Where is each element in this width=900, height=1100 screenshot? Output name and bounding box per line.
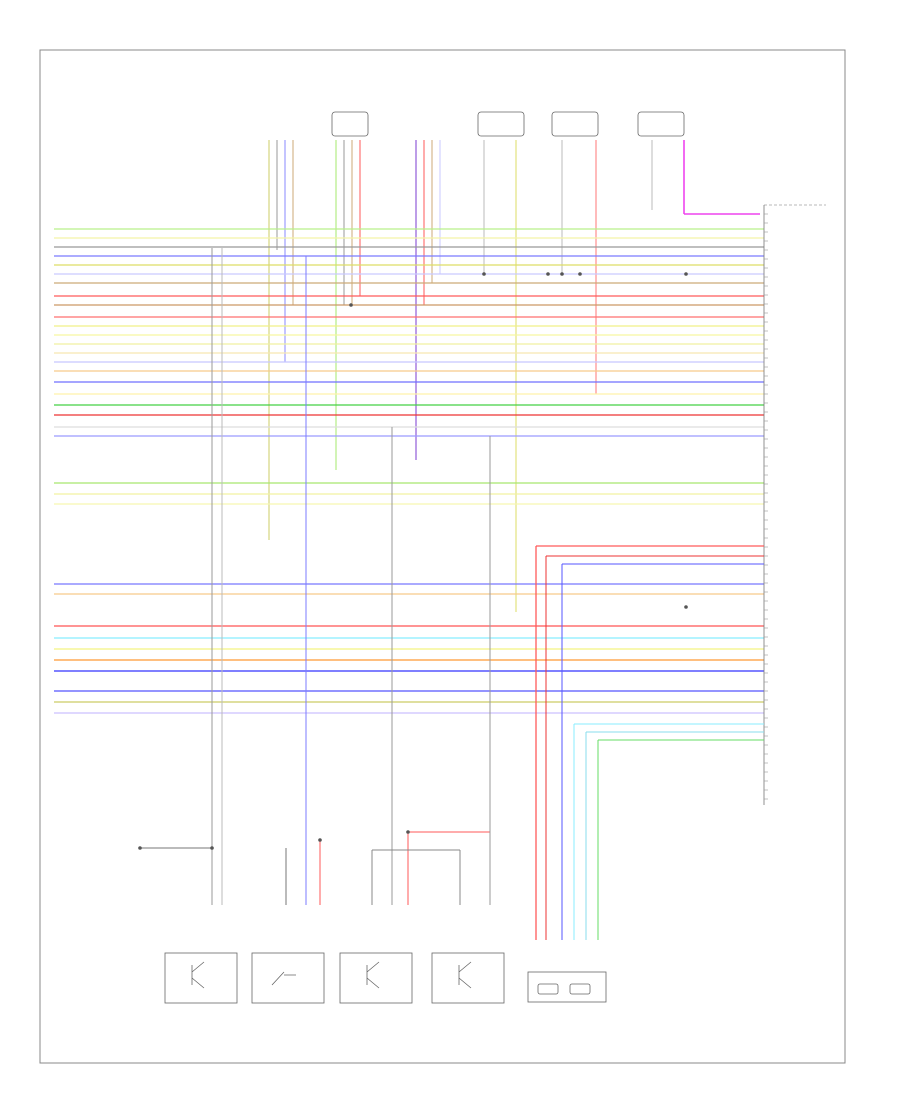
component-4 [477, 111, 525, 137]
switch-icon [271, 971, 296, 986]
splice-dot [318, 838, 322, 842]
bottom-component-1-box [164, 952, 238, 1004]
component-2-box [331, 111, 369, 137]
splice-dot [210, 846, 214, 850]
component-6 [637, 111, 685, 137]
bottom-component-4 [431, 952, 505, 1004]
component-4-box [477, 111, 525, 137]
top-vertical-wires [268, 140, 760, 612]
splice-dot [349, 303, 353, 307]
bottom-vertical-wires [140, 248, 764, 940]
bottom-component-5-inner [569, 983, 591, 995]
bottom-component-5-box [527, 971, 607, 1003]
splice-dot [482, 272, 486, 276]
transistor-icon [366, 961, 380, 989]
bottom-component-2-box [251, 952, 325, 1004]
splice-dot [406, 830, 410, 834]
splice-dot [546, 272, 550, 276]
bottom-component-5 [527, 971, 607, 1003]
bottom-component-2 [251, 952, 325, 1004]
splice-points [138, 272, 688, 850]
control-module [763, 204, 826, 805]
component-5 [551, 111, 599, 137]
splice-dot [684, 272, 688, 276]
splice-dot [138, 846, 142, 850]
bottom-component-5-inner [537, 983, 559, 995]
bottom-component-1 [164, 952, 238, 1004]
top-components [331, 111, 685, 137]
diagram-frame [39, 49, 846, 1064]
bottom-component-3 [339, 952, 413, 1004]
bottom-component-3-box [339, 952, 413, 1004]
component-2 [331, 111, 369, 137]
component-5-box [551, 111, 599, 137]
control-module-pins [764, 213, 768, 800]
component-6-box [637, 111, 685, 137]
transistor-icon [191, 961, 205, 989]
splice-dot [684, 605, 688, 609]
transistor-icon [458, 961, 472, 989]
splice-dot [578, 272, 582, 276]
bottom-components [164, 952, 607, 1004]
bottom-component-4-box [431, 952, 505, 1004]
splice-dot [560, 272, 564, 276]
horizontal-wires [54, 228, 764, 714]
